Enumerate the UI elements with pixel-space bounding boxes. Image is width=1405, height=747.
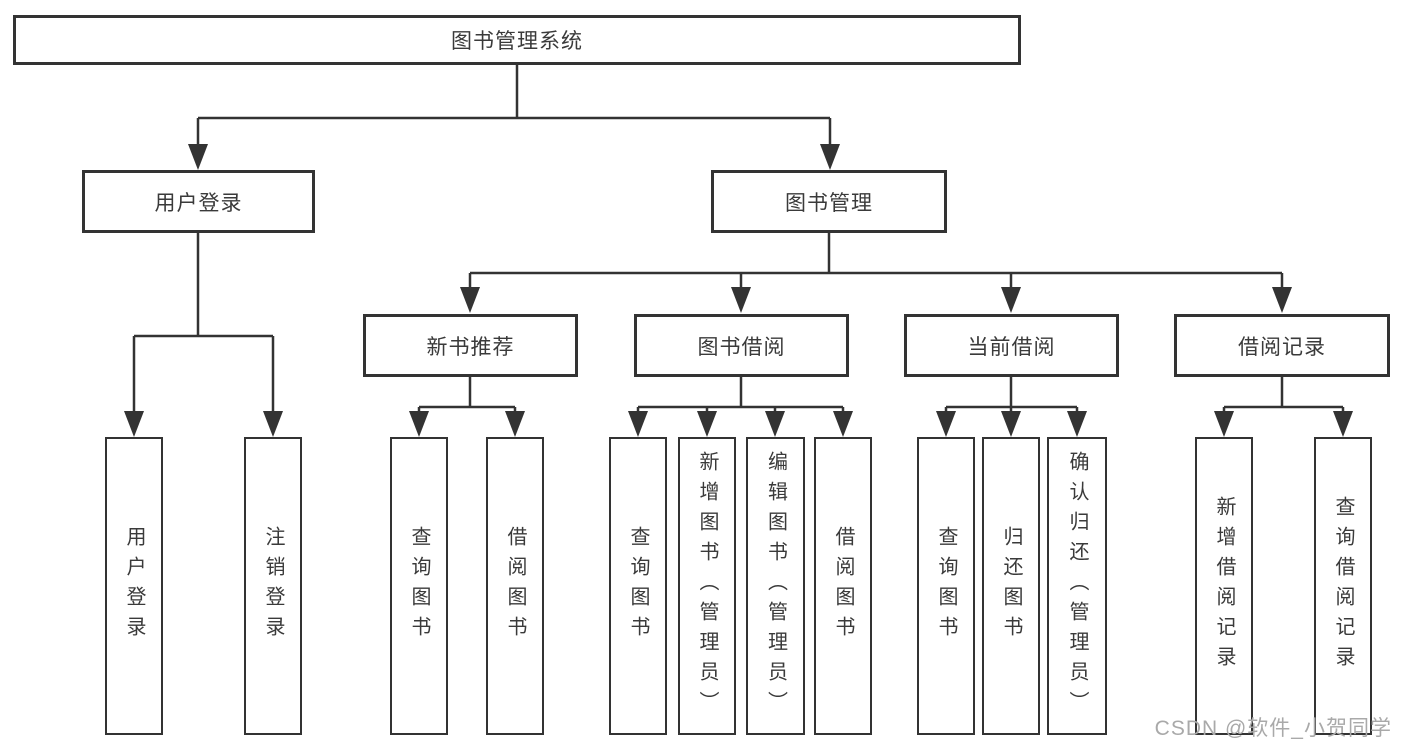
shafts-level4-b <box>417 407 1345 414</box>
node-label: 图书管理 <box>785 191 873 215</box>
node-label: 借阅图书 <box>504 526 526 646</box>
arrowhead <box>1067 411 1087 437</box>
node-label: 新增借阅记录 <box>1213 496 1235 676</box>
csdn-watermark: CSDN @软件_小贺同学 <box>1154 717 1392 740</box>
arrowhead <box>1001 287 1021 313</box>
node-label: 用户登录 <box>154 191 243 215</box>
node-new-book-recommend: 新书推荐 <box>363 314 578 377</box>
trunk-user-login <box>134 233 273 338</box>
node-label: 查询图书 <box>627 526 649 646</box>
node-book-management: 图书管理 <box>711 170 947 233</box>
node-label: 归还图书 <box>1000 526 1022 646</box>
node-label: 编辑图书（管理员） <box>764 451 787 721</box>
arrowhead <box>1214 411 1234 437</box>
arrowhead <box>765 411 785 437</box>
trunk-current-borrowing <box>946 377 1077 409</box>
trunk-book-management <box>470 233 1282 275</box>
connector-trunks <box>134 65 1343 409</box>
shafts-level4-a <box>132 336 275 414</box>
trunk-book-borrowing <box>638 377 843 409</box>
arrowhead <box>409 411 429 437</box>
node-label: 借阅图书 <box>832 526 854 646</box>
node-query-books-recommend: 查询图书 <box>390 437 448 735</box>
node-label: 查询图书 <box>408 526 430 646</box>
trunk-new-book-recommend <box>419 377 515 409</box>
node-borrow-records: 借阅记录 <box>1174 314 1390 377</box>
node-borrow-books-action: 借阅图书 <box>814 437 872 735</box>
trunk-root <box>198 65 830 120</box>
node-library-system: 图书管理系统 <box>13 15 1021 65</box>
node-query-books-borrowing: 查询图书 <box>609 437 667 735</box>
arrowhead <box>124 411 144 437</box>
node-label: 图书借阅 <box>697 335 786 359</box>
node-query-books-current: 查询图书 <box>917 437 975 735</box>
arrowhead <box>188 144 208 170</box>
node-label: 新书推荐 <box>426 335 515 359</box>
arrowhead <box>505 411 525 437</box>
arrowhead <box>460 287 480 313</box>
arrowhead <box>628 411 648 437</box>
arrowhead <box>697 411 717 437</box>
arrowhead <box>1272 287 1292 313</box>
node-label: 查询借阅记录 <box>1332 496 1354 676</box>
node-borrow-books-recommend: 借阅图书 <box>486 437 544 735</box>
node-label: 当前借阅 <box>967 335 1056 359</box>
arrowhead <box>731 287 751 313</box>
node-label: 图书管理系统 <box>451 30 583 53</box>
node-user-login: 用户登录 <box>82 170 315 233</box>
node-label: 新增图书（管理员） <box>696 451 718 721</box>
node-label: 查询图书 <box>935 526 957 646</box>
node-edit-book-admin: 编辑图书（管理员） <box>746 437 805 735</box>
arrowhead <box>833 411 853 437</box>
arrowhead <box>820 144 840 170</box>
node-user-login-action: 用户登录 <box>105 437 163 735</box>
node-label: 确认归还（管理员） <box>1066 451 1088 721</box>
trunk-borrow-records <box>1224 377 1343 409</box>
arrowhead <box>1001 411 1021 437</box>
node-return-books: 归还图书 <box>982 437 1040 735</box>
node-current-borrowing: 当前借阅 <box>904 314 1119 377</box>
arrowhead <box>1333 411 1353 437</box>
node-label: 借阅记录 <box>1238 335 1326 359</box>
arrowhead <box>263 411 283 437</box>
arrowhead <box>936 411 956 437</box>
node-add-borrow-record: 新增借阅记录 <box>1195 437 1253 735</box>
node-add-book-admin: 新增图书（管理员） <box>678 437 736 735</box>
node-query-borrow-record: 查询借阅记录 <box>1314 437 1372 735</box>
arrow-shafts <box>132 118 1345 414</box>
node-label: 用户登录 <box>123 526 145 646</box>
node-book-borrowing: 图书借阅 <box>634 314 849 377</box>
shafts-level3 <box>468 273 1284 290</box>
arrowheads <box>124 144 1353 437</box>
node-logout-action: 注销登录 <box>244 437 302 735</box>
node-label: 注销登录 <box>262 526 284 646</box>
node-confirm-return-admin: 确认归还（管理员） <box>1047 437 1107 735</box>
shafts-level2 <box>196 118 832 146</box>
